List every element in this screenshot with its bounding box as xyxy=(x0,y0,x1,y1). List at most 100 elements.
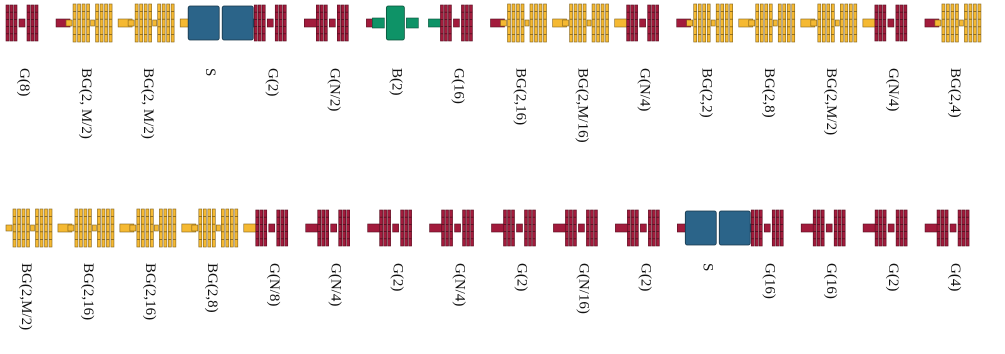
module-plate xyxy=(261,4,266,42)
module-joint xyxy=(330,223,337,233)
module-plate xyxy=(652,209,656,247)
module-plate xyxy=(627,209,631,247)
block-bg xyxy=(934,3,982,43)
module-plate xyxy=(750,209,755,247)
module-plate xyxy=(449,209,453,247)
module-plate xyxy=(145,208,150,248)
module-plate xyxy=(573,209,577,247)
module-plate xyxy=(81,3,86,43)
module-plate xyxy=(534,3,538,43)
module-plate xyxy=(341,4,345,42)
module-plate xyxy=(874,4,879,42)
module-plate xyxy=(936,209,941,247)
module-plate xyxy=(143,3,148,43)
module-plate xyxy=(12,208,17,248)
block-label: BG(2,8) xyxy=(761,68,777,118)
module-plate xyxy=(532,209,536,247)
block-label: G(N/16) xyxy=(575,263,591,314)
module-plate xyxy=(39,208,44,248)
module-plate xyxy=(957,209,962,247)
module-plate xyxy=(511,209,515,247)
module-plate xyxy=(212,208,216,248)
block-g xyxy=(440,4,505,42)
module-plate xyxy=(791,3,796,43)
module-joint xyxy=(562,19,569,27)
module-plate xyxy=(316,4,320,42)
module-plate xyxy=(882,209,887,247)
block-g xyxy=(317,209,382,247)
block-label: G(N/8) xyxy=(266,263,282,306)
module-plate xyxy=(466,209,470,247)
block-label: G(N/4) xyxy=(328,263,344,306)
module-plate xyxy=(591,3,596,43)
module-plate xyxy=(706,3,711,43)
module-joint xyxy=(406,17,419,29)
module-plate xyxy=(134,3,139,43)
module-plate xyxy=(955,3,959,43)
module-plate xyxy=(702,3,706,43)
module-plate xyxy=(524,209,528,247)
module-plate xyxy=(338,209,342,247)
module-plate xyxy=(104,3,108,43)
module-plate xyxy=(383,209,387,247)
module-joint xyxy=(763,223,771,233)
module-plate xyxy=(83,208,88,248)
block-bg xyxy=(127,3,195,43)
block-g xyxy=(503,209,568,247)
module-plate xyxy=(648,209,652,247)
module-plate xyxy=(903,4,908,42)
module-plate xyxy=(95,3,99,43)
module-plate xyxy=(404,209,408,247)
module-plate xyxy=(163,208,168,248)
module-plate xyxy=(35,208,39,248)
block-bg xyxy=(562,3,629,43)
module-plate xyxy=(172,208,177,248)
module-plate xyxy=(263,209,268,247)
module-plate xyxy=(697,3,702,43)
module-plate xyxy=(168,208,172,248)
module-plate xyxy=(895,209,900,247)
module-plate xyxy=(590,209,594,247)
module-plate xyxy=(108,3,113,43)
block-g xyxy=(936,209,970,247)
module-joint xyxy=(129,224,137,232)
module-plate xyxy=(565,209,569,247)
block-g xyxy=(874,4,940,42)
module-plate xyxy=(831,3,835,43)
module-plate xyxy=(342,209,346,247)
module-plate xyxy=(903,209,908,247)
module-plate xyxy=(779,209,784,247)
module-plate xyxy=(325,209,329,247)
block-label: BG(2,16) xyxy=(80,263,96,320)
module-plate xyxy=(605,3,609,43)
module-plate xyxy=(26,208,30,248)
module-plate xyxy=(816,209,821,247)
module-plate xyxy=(594,209,598,247)
block-label: G(2) xyxy=(264,68,280,96)
module-plate xyxy=(720,3,724,43)
module-plate xyxy=(820,209,825,247)
module-plate xyxy=(274,4,279,42)
module-plate xyxy=(977,3,982,43)
module-plate xyxy=(234,208,239,248)
module-plate xyxy=(166,3,170,43)
block-label: G(N/2) xyxy=(326,68,342,111)
module-joint xyxy=(772,19,778,27)
block-bg xyxy=(129,208,197,248)
block-bg xyxy=(5,208,73,248)
module-plate xyxy=(944,209,949,247)
swap-box xyxy=(684,210,717,246)
module-plate xyxy=(764,3,769,43)
block-label: G(N/4) xyxy=(637,68,653,111)
module-plate xyxy=(528,209,532,247)
module-plate xyxy=(812,209,817,247)
module-joint xyxy=(578,223,585,233)
module-joint xyxy=(640,223,647,233)
block-g xyxy=(565,209,630,247)
module-plate xyxy=(964,3,968,43)
row-2: BG(2,M/2)BG(2,16)BG(2,16)BG(2,8)G(N/8)G(… xyxy=(5,208,970,330)
module-joint xyxy=(191,224,199,232)
module-plate xyxy=(543,3,547,43)
module-joint xyxy=(686,19,693,27)
module-plate xyxy=(26,4,31,42)
